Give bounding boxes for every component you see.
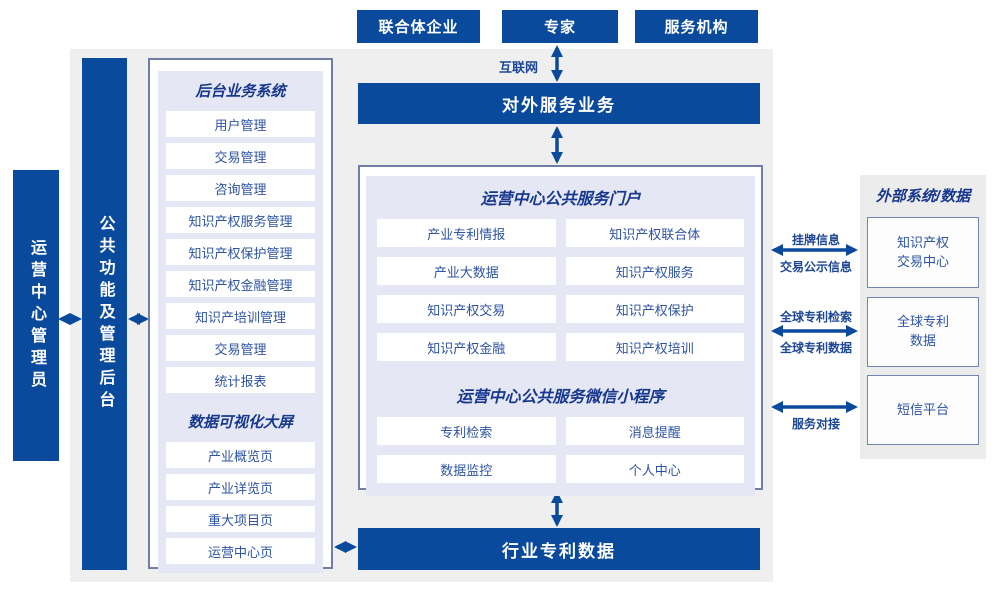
label-service-docking: 服务对接 — [791, 417, 840, 431]
backend-system-panel: 后台业务系统 用户管理 交易管理 咨询管理 知识产权服务管理 知识产权保护管理 … — [158, 71, 323, 402]
external-box-sms-platform: 短信平台 — [867, 375, 979, 445]
portal-panel: 运营中心公共服务门户 产业专利情报 知识产权联合体 产业大数据 知识产权服务 知… — [366, 176, 755, 374]
dashboard-item: 运营中心页 — [166, 538, 315, 564]
portal-item: 产业专利情报 — [377, 219, 556, 247]
left-panel-container: 后台业务系统 用户管理 交易管理 咨询管理 知识产权服务管理 知识产权保护管理 … — [148, 58, 333, 573]
miniprogram-item: 消息提醒 — [565, 417, 744, 445]
backend-system-title: 后台业务系统 — [195, 83, 286, 100]
dashboard-title: 数据可视化大屏 — [187, 414, 293, 431]
backend-item: 知识产权保护管理 — [166, 239, 315, 265]
actor-service-agency: 服务机构 — [635, 10, 758, 43]
miniprogram-item: 数据监控 — [377, 455, 556, 483]
internet-label: 互联网 — [499, 60, 539, 75]
portal-item: 知识产权保护 — [565, 295, 744, 323]
miniprogram-title: 运营中心公共服务微信小程序 — [456, 389, 665, 406]
backend-item: 交易管理 — [166, 335, 315, 361]
label-global-patent-data: 全球专利数据 — [779, 341, 852, 355]
portal-grid: 产业专利情报 知识产权联合体 产业大数据 知识产权服务 知识产权交易 知识产权保… — [374, 217, 747, 365]
dashboard-panel: 数据可视化大屏 产业概览页 产业详览页 重大项目页 运营中心页 — [158, 402, 323, 573]
label-listing-info: 挂牌信息 — [791, 233, 840, 247]
miniprogram-panel: 运营中心公共服务微信小程序 专利检索 消息提醒 数据监控 个人中心 — [366, 374, 755, 496]
backend-item: 知识产权金融管理 — [166, 271, 315, 297]
industry-patent-data-bar: 行业专利数据 — [358, 528, 760, 570]
miniprogram-item: 专利检索 — [377, 417, 556, 445]
external-systems-panel: 外部系统/数据 知识产权 交易中心 全球专利 数据 短信平台 — [860, 175, 986, 459]
operations-admin-bar: 运营中心管理员 — [13, 170, 59, 461]
portal-title: 运营中心公共服务门户 — [480, 191, 641, 208]
backend-item: 咨询管理 — [166, 175, 315, 201]
miniprogram-grid: 专利检索 消息提醒 数据监控 个人中心 — [374, 415, 747, 487]
actor-consortium-enterprise: 联合体企业 — [357, 10, 480, 43]
external-systems-title: 外部系统/数据 — [875, 188, 971, 205]
portal-item: 知识产权服务 — [565, 257, 744, 285]
backend-item: 知识产权服务管理 — [166, 207, 315, 233]
dashboard-item: 产业详览页 — [166, 474, 315, 500]
portal-item: 知识产权金融 — [377, 333, 556, 361]
center-panel-container: 运营中心公共服务门户 产业专利情报 知识产权联合体 产业大数据 知识产权服务 知… — [358, 165, 763, 496]
external-service-bar: 对外服务业务 — [358, 83, 760, 124]
label-trade-publicity-info: 交易公示信息 — [779, 260, 852, 274]
portal-item: 知识产权联合体 — [565, 219, 744, 247]
external-box-global-patent-data: 全球专利 数据 — [867, 297, 979, 367]
label-global-patent-search: 全球专利检索 — [779, 310, 852, 324]
external-box-ip-trading-center: 知识产权 交易中心 — [867, 217, 979, 288]
backend-item: 知识产培训管理 — [166, 303, 315, 329]
backend-item: 用户管理 — [166, 111, 315, 137]
dashboard-item: 重大项目页 — [166, 506, 315, 532]
portal-item: 产业大数据 — [377, 257, 556, 285]
dashboard-item: 产业概览页 — [166, 442, 315, 468]
miniprogram-item: 个人中心 — [565, 455, 744, 483]
backend-item: 交易管理 — [166, 143, 315, 169]
portal-item: 知识产权交易 — [377, 295, 556, 323]
portal-item: 知识产权培训 — [565, 333, 744, 361]
backend-item: 统计报表 — [166, 367, 315, 393]
actor-expert: 专家 — [502, 10, 618, 43]
backend-functions-bar: 公共功能及管理后台 — [82, 58, 127, 570]
